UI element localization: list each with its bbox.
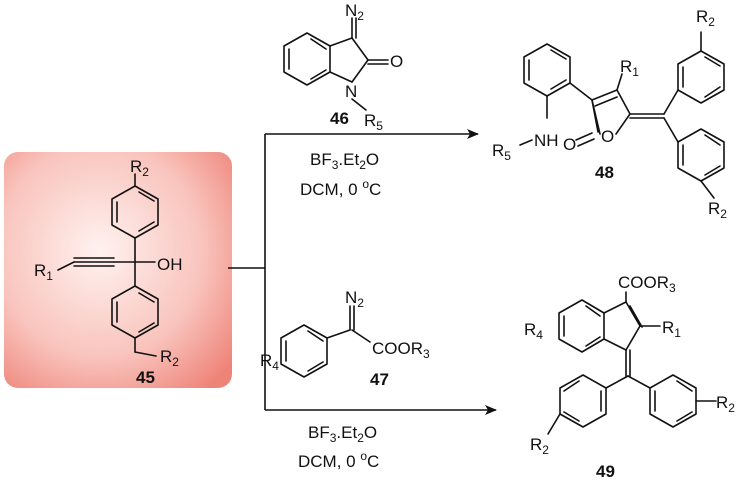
r4-reagent-label: R4	[260, 351, 279, 373]
nh-label: NH	[534, 131, 559, 150]
oh-label: OH	[157, 255, 183, 274]
r2-top-label: R2	[130, 157, 149, 179]
top-solvent: DCM, 0 oC	[300, 177, 381, 199]
r2-bottom-label: R2	[160, 347, 179, 369]
product-48: NH R5 O O R1 R2 R2	[492, 7, 727, 221]
reagent-47-benzene-ring	[280, 324, 328, 378]
reaction-arrows	[228, 129, 497, 415]
product-49-left-aryl	[559, 374, 607, 428]
r1-product49-label: R1	[662, 318, 681, 340]
product-49: R4 COOR3 R1 R2 R2 49	[524, 273, 735, 481]
aniline-ring	[523, 43, 571, 97]
product-48-upper-aryl	[677, 50, 725, 104]
bottom-reagent: BF3.Et2O	[308, 423, 377, 445]
cooor3-reagent-label: COOR3	[372, 339, 430, 361]
compound-47-number: 47	[370, 370, 389, 389]
indene-benzene-ring	[558, 299, 605, 353]
r2-product48-top: R2	[696, 7, 715, 29]
compound-48-number: 48	[595, 163, 614, 182]
top-conditions: BF3.Et2O DCM, 0 oC	[300, 150, 381, 199]
compound-49-number: 49	[596, 462, 615, 481]
product-49-right-aryl	[649, 374, 697, 428]
product-48-lower-aryl	[677, 128, 725, 182]
r5-label: R5	[364, 111, 383, 133]
n2-reagent47-label: N2	[345, 288, 364, 310]
oxindole-benzene-ring	[283, 32, 331, 86]
reagent-47: R4 N2 COOR3 47	[260, 288, 430, 389]
bottom-solvent: DCM, 0 oC	[298, 449, 379, 471]
top-reagent: BF3.Et2O	[310, 150, 379, 172]
compound-45-number: 45	[136, 368, 155, 387]
reagent-46: N2 O N R5 46	[283, 1, 403, 133]
cooor3-product-label: COOR3	[618, 273, 676, 295]
r2-product48-bottom: R2	[708, 199, 727, 221]
bottom-conditions: BF3.Et2O DCM, 0 oC	[298, 423, 379, 471]
r2-product49-right: R2	[716, 393, 735, 415]
n2-label: N2	[345, 1, 364, 23]
n-label: N	[345, 82, 357, 101]
lactone-o-label: O	[563, 135, 576, 154]
r2-product49-left: R2	[530, 435, 549, 457]
compound-46-number: 46	[330, 109, 349, 128]
compound-45: R1 OH R2 R2 45	[4, 152, 232, 388]
r4-product-label: R4	[524, 320, 543, 342]
r1-product-label: R1	[620, 57, 639, 79]
carbonyl-o-label: O	[390, 52, 403, 71]
ring-o-label: O	[601, 127, 614, 146]
highlight-box	[4, 152, 232, 388]
r5-product-label: R5	[492, 141, 511, 163]
r1-label: R1	[34, 261, 53, 283]
